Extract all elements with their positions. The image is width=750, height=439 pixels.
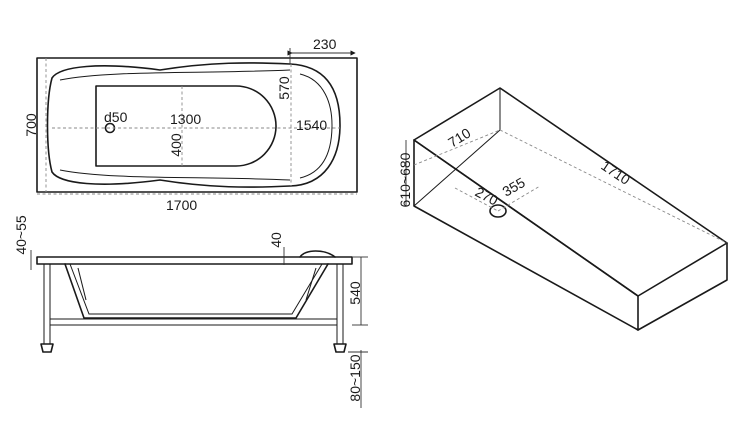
support-left (77, 267, 87, 301)
label-700: 700 (23, 113, 39, 137)
box-right-face (637, 242, 728, 331)
top-view: 230 1700 700 d50 1300 400 570 1540 (23, 36, 358, 213)
dim-355-line (497, 185, 541, 212)
label-610-680: 610~680 (397, 152, 413, 207)
isometric-view: 610~680 710 1710 270 355 (397, 87, 728, 331)
label-80-150: 80~150 (347, 354, 363, 401)
label-1540: 1540 (296, 117, 327, 133)
box-top-face (413, 87, 728, 297)
drain-ellipse (489, 204, 507, 218)
foot-left (40, 343, 54, 353)
basin-side-inner (69, 263, 323, 315)
label-710: 710 (445, 124, 473, 150)
label-540: 540 (347, 281, 363, 305)
label-1710: 1710 (598, 157, 633, 188)
basin-outline (46, 62, 341, 188)
label-40-55: 40~55 (13, 215, 29, 255)
frame-rail (49, 318, 338, 326)
side-view: 40~55 40 540 80~150 (13, 215, 368, 408)
label-1700: 1700 (166, 197, 197, 213)
foot-right (333, 343, 347, 353)
rim-slab (36, 256, 353, 265)
support-right (305, 267, 317, 301)
dim-710-line (413, 129, 501, 166)
label-40: 40 (268, 232, 284, 248)
leg-right (336, 263, 344, 345)
box-bottom-edge (413, 129, 501, 207)
rim-curve-end (299, 73, 333, 179)
label-230: 230 (313, 36, 337, 52)
rim-curve-bottom (59, 169, 291, 181)
label-570: 570 (276, 76, 292, 100)
basin-bottom-outline (95, 85, 277, 167)
label-1300: 1300 (170, 111, 201, 127)
dim-1710-line (499, 129, 728, 244)
label-d50: d50 (104, 109, 128, 125)
leg-left (43, 263, 51, 345)
tub-outer-rectangle (36, 57, 358, 193)
headrest-bump (299, 250, 336, 258)
basin-side-outline (64, 263, 329, 319)
label-400: 400 (168, 133, 184, 157)
dim-270-line (454, 187, 499, 212)
rim-curve-top (59, 69, 291, 81)
